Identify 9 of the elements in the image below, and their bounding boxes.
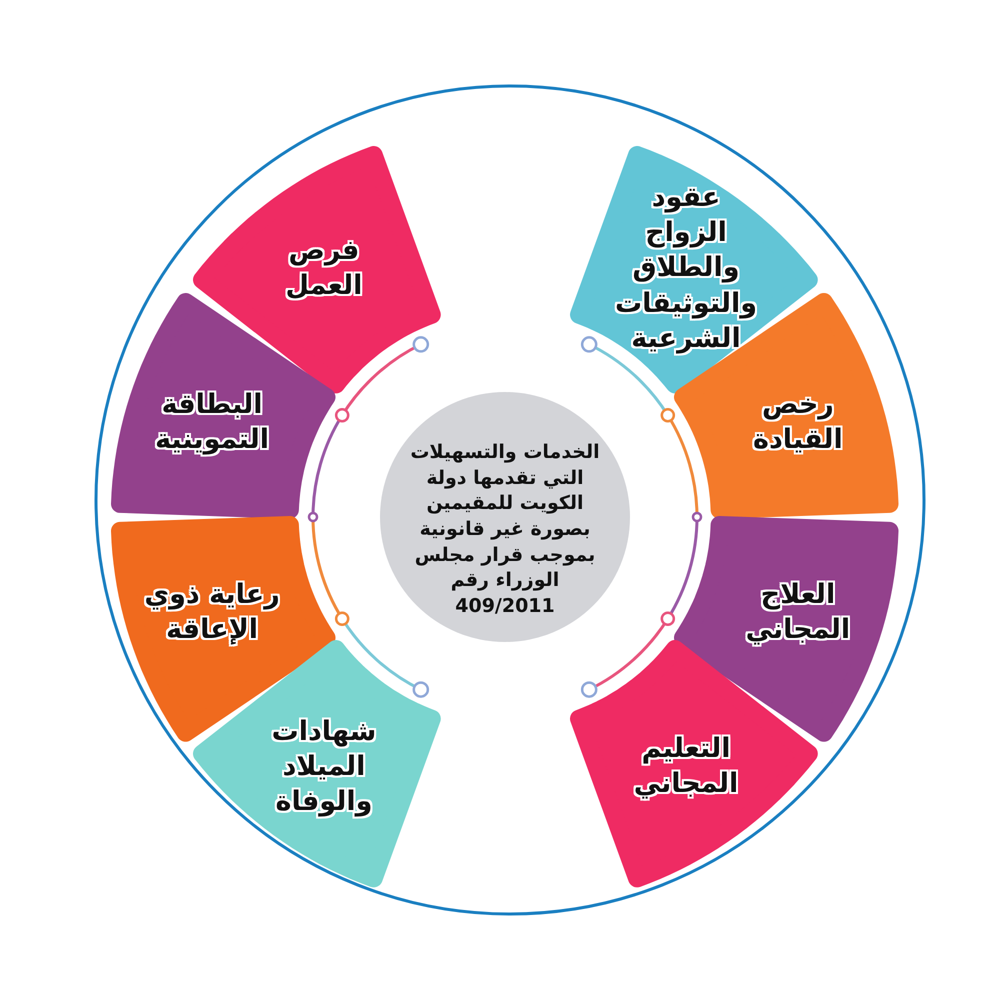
segment-label: رعاية ذوي الإعاقة: [143, 578, 281, 648]
segment-label: شهادات الميلاد والوفاة: [270, 714, 378, 819]
segment-label: فرص العمل: [284, 234, 364, 303]
center-text: الخدمات والتسهيلات التي تقدمها دولة الكويت للمقيمين بصورة غير قانونية بموجب قرار مجلس الوزراء رقم 409/2011: [409, 440, 601, 619]
segment-label: رخص القيادة: [752, 388, 844, 457]
segment-label: التعليم المجاني: [632, 732, 740, 802]
segment-label: عقود الزواج والطلاق والتوثيقات الشرعية: [614, 181, 758, 356]
segment-label: العلاج المجاني: [744, 578, 852, 648]
segment-label: البطاقة التموينية: [154, 388, 270, 457]
